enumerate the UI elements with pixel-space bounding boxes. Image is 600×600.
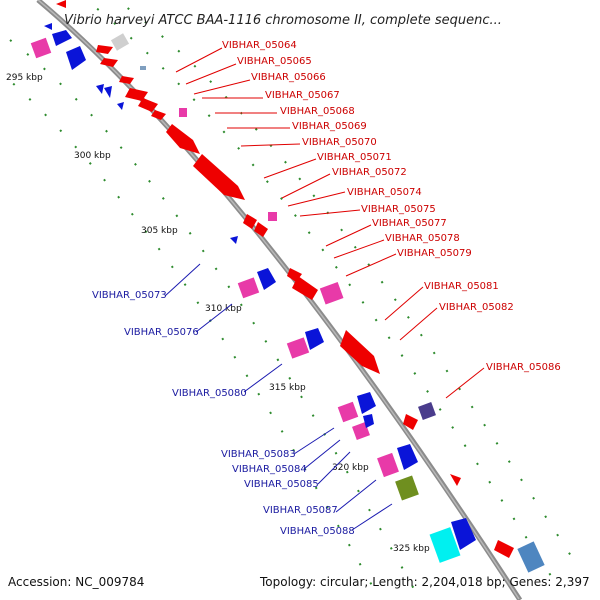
- cds-arrow: [166, 124, 200, 154]
- gene-label[interactable]: VIBHAR_05065: [237, 56, 312, 67]
- forward-gene-labels: VIBHAR_05064 VIBHAR_05065 VIBHAR_05066 V…: [175, 40, 561, 399]
- cds-arrow: [119, 76, 134, 84]
- cds-arrow: [193, 154, 245, 200]
- gene-label[interactable]: VIBHAR_05082: [439, 302, 514, 313]
- feature-block: [110, 33, 130, 51]
- cds-arrow: [138, 98, 158, 112]
- gene-label[interactable]: VIBHAR_05064: [222, 40, 297, 51]
- feature-block: [30, 37, 52, 59]
- cds-arrow: [100, 58, 118, 67]
- cds-arrow: [243, 214, 257, 229]
- cds-arrow: [125, 88, 148, 101]
- gene-label[interactable]: VIBHAR_05072: [332, 167, 407, 178]
- feature-block: [319, 282, 344, 305]
- feature-block: [237, 277, 260, 299]
- gene-label[interactable]: VIBHAR_05077: [372, 218, 447, 229]
- cds-arrow: [104, 86, 112, 98]
- gene-label[interactable]: VIBHAR_05083: [221, 449, 296, 460]
- kbp-ticks: 295 kbp 300 kbp 305 kbp 310 kbp 315 kbp …: [6, 73, 430, 554]
- cds-arrow: [56, 0, 66, 8]
- cds-arrow: [357, 392, 376, 414]
- feature-block: [337, 401, 359, 423]
- kbp-tick-label: 315 kbp: [269, 383, 306, 393]
- gene-label[interactable]: VIBHAR_05087: [263, 505, 338, 516]
- topology-summary: Topology: circular; Length: 2,204,018 bp…: [259, 575, 590, 589]
- cds-arrow: [151, 110, 166, 120]
- cds-arrow: [451, 518, 476, 550]
- feature-block: [352, 422, 370, 440]
- gene-label[interactable]: VIBHAR_05079: [397, 248, 472, 259]
- gene-label[interactable]: VIBHAR_05085: [244, 479, 319, 490]
- kbp-tick-label: 320 kbp: [332, 463, 369, 473]
- gene-label[interactable]: VIBHAR_05075: [361, 204, 436, 215]
- feature-block: [286, 337, 310, 359]
- reverse-gene-labels: VIBHAR_05073 VIBHAR_05076 VIBHAR_05080 V…: [92, 263, 393, 537]
- cds-arrow: [44, 23, 52, 30]
- cds-arrow: [305, 328, 324, 350]
- pink-features: [30, 37, 399, 478]
- gene-label[interactable]: VIBHAR_05078: [385, 233, 460, 244]
- kbp-tick-label: 295 kbp: [6, 73, 43, 83]
- cds-arrow: [403, 414, 418, 430]
- feature-block: [377, 452, 399, 478]
- cds-arrow: [52, 30, 72, 46]
- map-title: Vibrio harveyi ATCC BAA-1116 chromosome …: [64, 13, 502, 28]
- gene-label[interactable]: VIBHAR_05081: [424, 281, 499, 292]
- cds-arrow: [230, 236, 238, 244]
- cds-arrow: [117, 102, 124, 110]
- cds-arrow: [340, 330, 380, 374]
- feature-block: [395, 475, 419, 501]
- cds-arrow: [494, 540, 514, 558]
- gene-label[interactable]: VIBHAR_05066: [251, 72, 326, 83]
- feature-block: [429, 527, 461, 563]
- gene-label[interactable]: VIBHAR_05074: [347, 187, 422, 198]
- feature-block: [268, 212, 277, 221]
- gene-label[interactable]: VIBHAR_05076: [124, 327, 199, 338]
- cds-arrow: [66, 46, 86, 70]
- gene-label[interactable]: VIBHAR_05088: [280, 526, 355, 537]
- cds-arrow: [96, 84, 104, 94]
- forward-cds-features: [96, 45, 514, 558]
- gene-label[interactable]: VIBHAR_05071: [317, 152, 392, 163]
- gene-label[interactable]: VIBHAR_05080: [172, 388, 247, 399]
- accession-text: Accession: NC_009784: [8, 575, 144, 589]
- feature-block: [418, 402, 436, 420]
- cds-arrow: [96, 45, 113, 54]
- cds-arrow: [254, 222, 268, 237]
- reverse-cds-features: [44, 23, 476, 550]
- gene-label[interactable]: VIBHAR_05073: [92, 290, 167, 301]
- gene-label[interactable]: VIBHAR_05084: [232, 464, 307, 475]
- gene-label[interactable]: VIBHAR_05067: [265, 90, 340, 101]
- kbp-tick-label: 310 kbp: [205, 304, 242, 314]
- feature-block: [179, 108, 187, 117]
- kbp-tick-label: 300 kbp: [74, 151, 111, 161]
- kbp-tick-label: 325 kbp: [393, 544, 430, 554]
- feature-block: [517, 541, 545, 573]
- feature-block: [140, 66, 146, 70]
- cds-arrow: [292, 276, 318, 300]
- kbp-tick-label: 305 kbp: [141, 226, 178, 236]
- gene-label[interactable]: VIBHAR_05086: [486, 362, 561, 373]
- cds-arrow: [363, 414, 374, 428]
- cds-arrow: [397, 444, 418, 470]
- gene-label[interactable]: VIBHAR_05068: [280, 106, 355, 117]
- gene-label[interactable]: VIBHAR_05070: [302, 137, 377, 148]
- cds-arrow: [450, 474, 461, 486]
- cds-arrow: [257, 268, 276, 290]
- gene-label[interactable]: VIBHAR_05069: [292, 121, 367, 132]
